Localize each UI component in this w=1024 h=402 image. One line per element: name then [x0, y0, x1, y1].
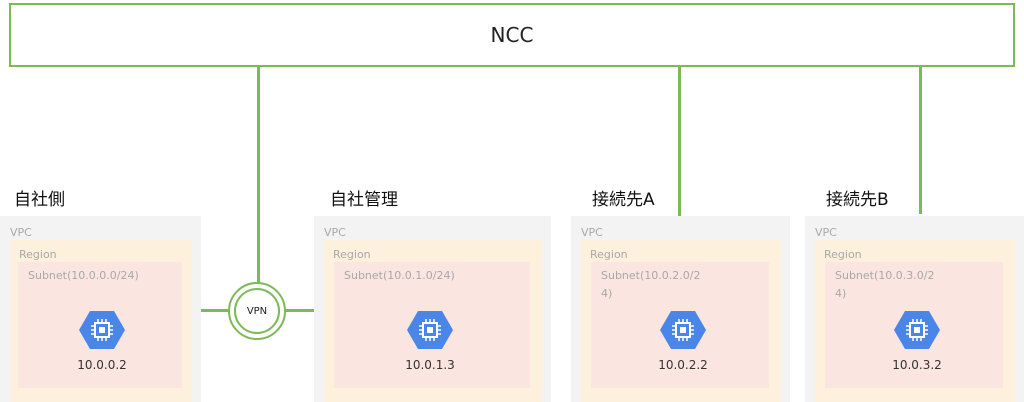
vm-ip-address: 10.0.3.2: [892, 358, 942, 372]
ncc-to-site-a-line: [678, 67, 681, 217]
subnet-label: Subnet(10.0.3.0/2 4): [835, 267, 934, 303]
ncc-hub: NCC: [9, 3, 1015, 67]
vpc-label: VPC: [581, 226, 603, 239]
region-label: Region: [333, 248, 371, 261]
region-label: Region: [590, 248, 628, 261]
subnet-label: Subnet(10.0.1.0/24): [344, 269, 455, 282]
subnet-label-line2: 4): [835, 287, 847, 300]
site-title-setsuzokusaki-a: 接続先A: [592, 190, 655, 210]
vpn-right-line: [286, 309, 315, 312]
vpn-left-line: [200, 309, 229, 312]
compute-engine-vm-icon: [407, 311, 453, 349]
ncc-to-site-b-line: [919, 67, 922, 214]
vm-ip-address: 10.0.0.2: [77, 358, 127, 372]
vpn-gateway-inner: VPN: [234, 288, 280, 334]
compute-engine-vm-icon: [660, 311, 706, 349]
subnet-label: Subnet(10.0.2.0/2 4): [601, 267, 700, 303]
site-title-jisha-kanri: 自社管理: [330, 190, 398, 210]
region-box: Region Subnet(10.0.3.0/2 4) 10.0.3.2: [815, 240, 1015, 402]
vpc-label: VPC: [10, 226, 32, 239]
region-label: Region: [19, 248, 57, 261]
site-title-jisha: 自社側: [14, 190, 65, 210]
ncc-to-vpn-line: [257, 67, 260, 283]
region-box: Region Subnet(10.0.1.0/24) 10.0.1.3: [324, 240, 542, 402]
subnet-label: Subnet(10.0.0.0/24): [28, 269, 139, 282]
vpc-box: VPC Region Subnet(10.0.0.0/24) 10.0.0.2: [0, 216, 201, 402]
subnet-label-line1: Subnet(10.0.2.0/2: [601, 269, 701, 282]
vpc-box: VPC Region Subnet(10.0.3.0/2 4) 10.0.3.2: [805, 216, 1024, 402]
subnet-box: Subnet(10.0.0.0/24) 10.0.0.2: [18, 262, 182, 388]
vpc-label: VPC: [324, 226, 346, 239]
ncc-label: NCC: [490, 23, 534, 47]
subnet-box: Subnet(10.0.3.0/2 4) 10.0.3.2: [825, 262, 1003, 388]
subnet-box: Subnet(10.0.2.0/2 4) 10.0.2.2: [591, 262, 769, 388]
region-box: Region Subnet(10.0.2.0/2 4) 10.0.2.2: [581, 240, 781, 402]
subnet-label-line2: 4): [601, 287, 613, 300]
vpn-gateway: VPN: [228, 282, 286, 340]
vm-ip-address: 10.0.1.3: [405, 358, 455, 372]
site-title-setsuzokusaki-b: 接続先B: [826, 190, 889, 210]
vpc-box: VPC Region Subnet(10.0.2.0/2 4) 10.0.2.2: [571, 216, 790, 402]
vpn-label: VPN: [246, 305, 268, 317]
vm-ip-address: 10.0.2.2: [658, 358, 708, 372]
vpc-label: VPC: [815, 226, 837, 239]
compute-engine-vm-icon: [79, 311, 125, 349]
region-label: Region: [824, 248, 862, 261]
vpc-box: VPC Region Subnet(10.0.1.0/24) 10.0.1.3: [314, 216, 551, 402]
subnet-box: Subnet(10.0.1.0/24) 10.0.1.3: [334, 262, 530, 388]
region-box: Region Subnet(10.0.0.0/24) 10.0.0.2: [10, 240, 192, 402]
subnet-label-line1: Subnet(10.0.3.0/2: [835, 269, 935, 282]
compute-engine-vm-icon: [894, 311, 940, 349]
